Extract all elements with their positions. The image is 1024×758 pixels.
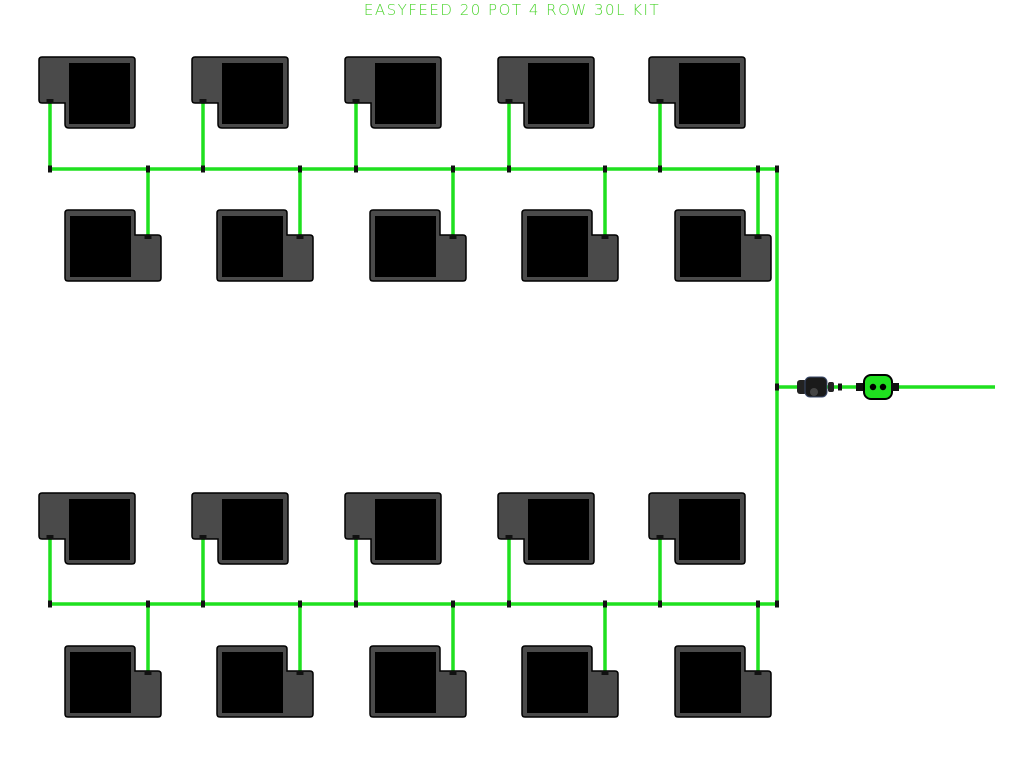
elbow-connector-icon [46, 535, 54, 539]
elbow-connector-icon [146, 165, 150, 173]
inline-filter-icon [797, 376, 834, 398]
elbow-connector-icon [601, 235, 609, 239]
elbow-connector-icon [46, 99, 54, 103]
elbow-connector-icon [354, 165, 358, 173]
elbow-connector-icon [507, 165, 511, 173]
elbow-connector-icon [298, 165, 302, 173]
pot-icon [674, 645, 772, 718]
elbow-connector-icon [505, 99, 513, 103]
elbow-connector-icon [656, 535, 664, 539]
elbow-connector-icon [658, 165, 662, 173]
elbow-connector-icon [656, 99, 664, 103]
elbow-connector-icon [354, 600, 358, 608]
elbow-connector-icon [505, 535, 513, 539]
elbow-connector-icon [603, 600, 607, 608]
tubing-layer [48, 101, 995, 673]
pot-icon [648, 56, 746, 129]
elbow-connector-icon [199, 535, 207, 539]
elbow-connector-icon [352, 535, 360, 539]
pot-icon [191, 492, 289, 565]
elbow-connector-icon [449, 235, 457, 239]
pot-icon [191, 56, 289, 129]
elbow-connector-icon [756, 165, 760, 173]
pot-icon [38, 492, 136, 565]
pot-icon [674, 209, 772, 282]
pot-icon [344, 56, 442, 129]
elbow-connector-icon [144, 671, 152, 675]
elbow-connector-icon [296, 671, 304, 675]
pot-icon [497, 492, 595, 565]
elbow-connector-icon [658, 600, 662, 608]
elbow-connector-icon [754, 671, 762, 675]
elbow-connector-icon [201, 165, 205, 173]
pot-icon [216, 209, 314, 282]
elbow-connector-icon [756, 600, 760, 608]
elbow-connector-icon [507, 600, 511, 608]
pot-icon [648, 492, 746, 565]
elbow-connector-icon [451, 165, 455, 173]
pot-icon [521, 645, 619, 718]
pot-icon [216, 645, 314, 718]
pot-icon [369, 209, 467, 282]
pot-icon [64, 645, 162, 718]
elbow-connector-icon [754, 235, 762, 239]
pot-icon [344, 492, 442, 565]
pot-icon [497, 56, 595, 129]
connectors-layer [46, 99, 842, 675]
pot-icon [521, 209, 619, 282]
elbow-connector-icon [601, 671, 609, 675]
elbow-connector-icon [603, 165, 607, 173]
elbow-connector-icon [48, 600, 52, 608]
inlet-assembly [797, 374, 899, 400]
elbow-connector-icon [199, 99, 207, 103]
diagram-title: EASYFEED 20 POT 4 ROW 30L KIT [363, 1, 661, 19]
pots-layer [38, 56, 772, 718]
float-valve-icon [856, 374, 899, 400]
elbow-connector-icon [775, 383, 779, 391]
elbow-connector-icon [838, 383, 842, 391]
elbow-connector-icon [775, 600, 779, 608]
elbow-connector-icon [449, 671, 457, 675]
elbow-connector-icon [144, 235, 152, 239]
pot-icon [64, 209, 162, 282]
pot-icon [369, 645, 467, 718]
elbow-connector-icon [146, 600, 150, 608]
elbow-connector-icon [48, 165, 52, 173]
elbow-connector-icon [298, 600, 302, 608]
elbow-connector-icon [451, 600, 455, 608]
pot-icon [38, 56, 136, 129]
elbow-connector-icon [352, 99, 360, 103]
elbow-connector-icon [296, 235, 304, 239]
elbow-connector-icon [201, 600, 205, 608]
elbow-connector-icon [775, 165, 779, 173]
